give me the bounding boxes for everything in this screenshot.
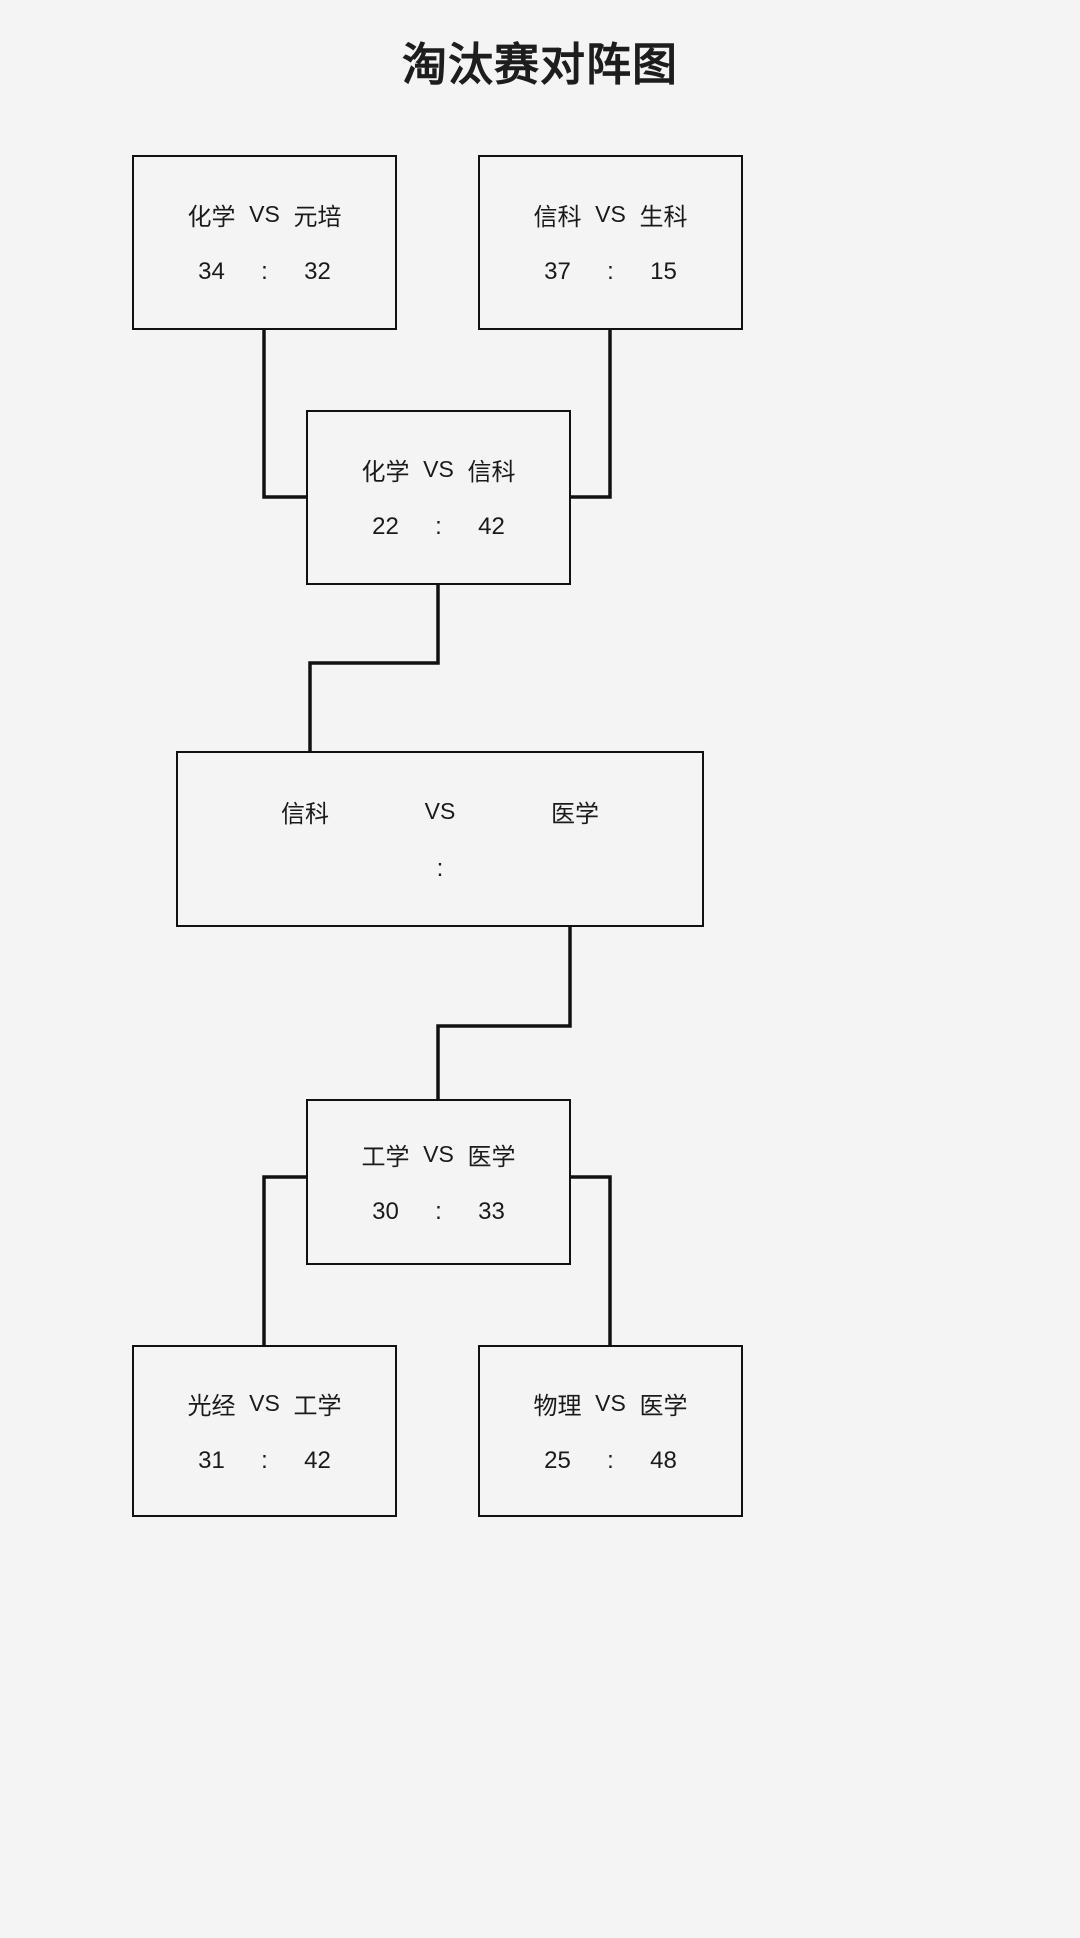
match-box-sf-1[interactable]: 化学 VS 信科 22 : 42 — [306, 410, 571, 585]
vs-label: VS — [423, 1140, 454, 1167]
match-score-row: : — [178, 855, 702, 883]
match-teams-row: 光经 VS 工学 — [134, 1386, 395, 1421]
team-left-name: 化学 — [187, 204, 236, 231]
team-right-name: 医学 — [639, 1392, 688, 1420]
score-right: 42 — [304, 1446, 331, 1474]
match-score-row: 34 : 32 — [134, 258, 395, 286]
match-box-qf-3[interactable]: 光经 VS 工学 31 : 42 — [132, 1345, 397, 1517]
match-box-qf-1[interactable]: 化学 VS 元培 34 : 32 — [132, 155, 397, 330]
score-left: 37 — [544, 258, 571, 285]
score-right: 32 — [304, 258, 331, 285]
match-score-row: 31 : 42 — [134, 1447, 395, 1475]
match-score-row: 25 : 48 — [480, 1447, 741, 1475]
connector-qf3-to-sf2 — [262, 1175, 307, 1345]
match-teams-row: 信科 VS 生科 — [480, 197, 741, 232]
score-left: 25 — [544, 1446, 571, 1474]
score-right: 15 — [650, 258, 677, 285]
match-teams-row: 物理 VS 医学 — [480, 1386, 741, 1421]
team-right-name: 生科 — [639, 204, 688, 231]
vs-label: VS — [595, 1389, 626, 1416]
team-left-name: 物理 — [533, 1392, 582, 1420]
match-score-row: 37 : 15 — [480, 258, 741, 286]
match-box-qf-2[interactable]: 信科 VS 生科 37 : 15 — [478, 155, 743, 330]
match-teams-row: 工学 VS 医学 — [308, 1137, 569, 1172]
team-left-name: 光经 — [187, 1392, 236, 1420]
score-separator: : — [607, 258, 614, 285]
connector-qf4-to-sf2 — [570, 1175, 612, 1345]
vs-label: VS — [423, 456, 454, 482]
score-left: 30 — [372, 1197, 399, 1225]
score-right: 33 — [478, 1197, 505, 1225]
team-left-name: 信科 — [533, 204, 582, 231]
match-box-qf-4[interactable]: 物理 VS 医学 25 : 48 — [478, 1345, 743, 1517]
team-left-name: 化学 — [361, 459, 410, 486]
connector-sf1-to-final — [308, 585, 440, 752]
score-left: 31 — [198, 1446, 225, 1474]
match-teams-row: 信科 VS 医学 — [178, 794, 702, 829]
team-right-name: 元培 — [293, 204, 342, 231]
score-separator: : — [436, 854, 444, 882]
page-title: 淘汰赛对阵图 — [401, 39, 678, 90]
connector-qf1-to-sf1 — [262, 330, 307, 499]
match-box-final[interactable]: 信科 VS 医学 : — [176, 751, 704, 927]
score-left: 22 — [372, 513, 399, 540]
vs-label: VS — [424, 797, 456, 824]
team-right-name: 医学 — [551, 800, 599, 828]
score-separator: : — [435, 1197, 442, 1225]
team-left-name: 工学 — [361, 1143, 410, 1171]
match-teams-row: 化学 VS 信科 — [308, 452, 569, 487]
score-separator: : — [261, 258, 268, 285]
connector-qf2-to-sf1 — [570, 330, 612, 499]
score-left: 34 — [198, 258, 225, 285]
score-separator: : — [607, 1446, 614, 1474]
score-separator: : — [261, 1446, 268, 1474]
match-teams-row: 化学 VS 元培 — [134, 197, 395, 232]
team-right-name: 信科 — [467, 459, 516, 486]
team-left-name: 信科 — [281, 800, 329, 828]
match-box-sf-2[interactable]: 工学 VS 医学 30 : 33 — [306, 1099, 571, 1265]
vs-label: VS — [249, 1389, 280, 1416]
score-separator: : — [435, 513, 442, 540]
match-score-row: 22 : 42 — [308, 513, 569, 541]
vs-label: VS — [595, 201, 626, 227]
team-right-name: 医学 — [467, 1143, 516, 1171]
match-score-row: 30 : 33 — [308, 1198, 569, 1226]
team-right-name: 工学 — [293, 1392, 342, 1420]
score-right: 48 — [650, 1446, 677, 1474]
vs-label: VS — [249, 201, 280, 227]
connector-final-to-sf2 — [436, 927, 572, 1100]
score-right: 42 — [478, 513, 505, 540]
